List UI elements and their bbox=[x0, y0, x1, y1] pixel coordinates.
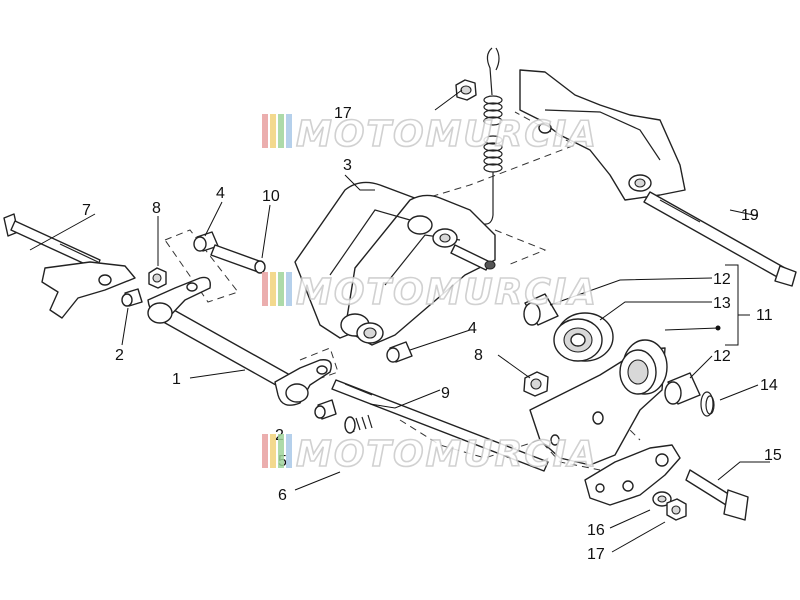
callout-11: 11 bbox=[756, 307, 773, 324]
long-bolt bbox=[643, 191, 797, 287]
circlip-14 bbox=[700, 391, 715, 417]
callout-2a: 2 bbox=[115, 347, 124, 364]
watermark-text: MOTOMURCIA bbox=[296, 272, 598, 313]
swing-arm-body bbox=[294, 181, 496, 346]
watermark-stripe-4 bbox=[286, 272, 292, 306]
callout-labels: 1 2 2 3 4 4 5 6 7 8 8 9 10 11 12 12 13 1… bbox=[82, 105, 782, 563]
nut-right bbox=[523, 371, 549, 397]
nut-top bbox=[455, 79, 477, 101]
spacer-12-bottom bbox=[664, 372, 701, 405]
bushing-middle bbox=[314, 399, 337, 420]
watermark-stripe-4 bbox=[286, 434, 292, 468]
callout-12b: 12 bbox=[713, 348, 731, 365]
bushing-lower bbox=[386, 341, 413, 363]
watermark-stripe-1 bbox=[262, 272, 268, 306]
bolt-15 bbox=[685, 469, 749, 521]
bolt-left bbox=[3, 213, 101, 270]
callout-13: 13 bbox=[713, 295, 731, 312]
callout-12a: 12 bbox=[713, 271, 731, 288]
watermark-bottom: MOTOMURCIA bbox=[262, 433, 598, 476]
watermark-stripe-2 bbox=[270, 272, 276, 306]
watermark-stripe-3 bbox=[278, 114, 284, 148]
watermark-stripe-1 bbox=[262, 434, 268, 468]
watermark-middle: MOTOMURCIA bbox=[262, 271, 598, 314]
bracket-right bbox=[584, 444, 681, 506]
callout-4a: 4 bbox=[216, 185, 225, 202]
watermark-top: MOTOMURCIA bbox=[262, 113, 598, 156]
bearing-large bbox=[619, 339, 668, 395]
watermark-stripe-3 bbox=[278, 272, 284, 306]
callout-14: 14 bbox=[760, 377, 778, 394]
washer-rod bbox=[344, 416, 356, 434]
callout-7: 7 bbox=[82, 202, 91, 219]
callout-8b: 8 bbox=[474, 347, 483, 364]
callout-10: 10 bbox=[262, 188, 280, 205]
bearing-13 bbox=[553, 312, 614, 362]
leader-lines bbox=[29, 89, 770, 553]
washer-16 bbox=[652, 491, 672, 507]
watermark-stripe-2 bbox=[270, 114, 276, 148]
callout-4b: 4 bbox=[468, 320, 477, 337]
bracket-left bbox=[41, 261, 136, 319]
callout-9: 9 bbox=[441, 385, 450, 402]
callout-16: 16 bbox=[587, 522, 605, 539]
main-shaft bbox=[147, 276, 332, 406]
watermark-stripe-1 bbox=[262, 114, 268, 148]
watermark-stripe-4 bbox=[286, 114, 292, 148]
bushing-upper bbox=[193, 231, 219, 252]
nut-left bbox=[148, 267, 167, 289]
callout-1: 1 bbox=[172, 371, 181, 388]
watermark-stripe-3 bbox=[278, 434, 284, 468]
callout-6: 6 bbox=[278, 487, 287, 504]
watermark-stripe-2 bbox=[270, 434, 276, 468]
callout-17a: 17 bbox=[334, 105, 352, 122]
callout-15: 15 bbox=[764, 447, 782, 464]
pin bbox=[210, 244, 266, 274]
callout-3: 3 bbox=[343, 157, 352, 174]
callout-17b: 17 bbox=[587, 546, 605, 563]
bushing-left bbox=[121, 288, 143, 307]
watermark-text: MOTOMURCIA bbox=[296, 114, 598, 155]
nut-17-bottom bbox=[666, 498, 687, 521]
threaded-rod bbox=[331, 379, 549, 472]
watermark-text: MOTOMURCIA bbox=[296, 434, 598, 475]
link-marker-dot bbox=[715, 325, 721, 331]
return-spring bbox=[483, 47, 503, 225]
spacer-12-top bbox=[523, 293, 559, 326]
callout-8a: 8 bbox=[152, 200, 161, 217]
frame-bracket bbox=[519, 69, 686, 201]
callout-19: 19 bbox=[741, 207, 759, 224]
